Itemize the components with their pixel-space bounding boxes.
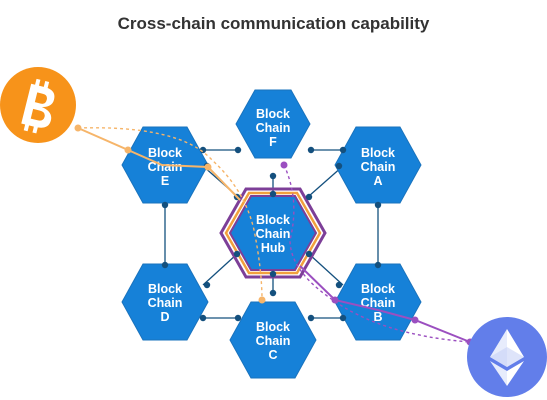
node-a-label-1: Block [361, 146, 395, 160]
node-c-label-3: C [268, 348, 277, 362]
node-a-label-2: Chain [361, 160, 396, 174]
hub-inner-outline [224, 191, 322, 275]
node-a[interactable]: Block Chain A [334, 126, 422, 204]
bitcoin-route [74, 124, 266, 304]
bitcoin-icon [0, 67, 76, 143]
node-c-label-2: Chain [256, 334, 291, 348]
diagram-title: Cross-chain communication capability [117, 14, 430, 33]
node-hub-label-2: Chain [256, 227, 291, 241]
node-c[interactable]: Block Chain C [229, 301, 317, 379]
hub-outer-outline [219, 187, 327, 279]
node-b[interactable]: Block Chain B [334, 263, 422, 341]
node-e-label-2: Chain [148, 160, 183, 174]
ethereum-icon [467, 317, 547, 397]
node-d[interactable]: Block Chain D [121, 263, 209, 341]
node-b-label-2: Chain [361, 296, 396, 310]
connection-lines [164, 149, 379, 319]
node-hub-label-3: Hub [261, 241, 286, 255]
node-hub-label-1: Block [256, 213, 290, 227]
node-d-label-1: Block [148, 282, 182, 296]
node-f-label-2: Chain [256, 121, 291, 135]
node-d-label-3: D [160, 310, 169, 324]
ethereum-route [280, 161, 474, 346]
node-f[interactable]: Block Chain F [235, 89, 311, 159]
node-e-label-1: Block [148, 146, 182, 160]
node-b-label-1: Block [361, 282, 395, 296]
node-f-label-1: Block [256, 107, 290, 121]
node-hub[interactable]: Block Chain Hub [219, 187, 327, 279]
node-e-label-3: E [161, 174, 169, 188]
node-d-label-2: Chain [148, 296, 183, 310]
node-b-label-3: B [373, 310, 382, 324]
node-f-label-3: F [269, 135, 277, 149]
node-c-label-1: Block [256, 320, 290, 334]
node-a-label-3: A [373, 174, 382, 188]
